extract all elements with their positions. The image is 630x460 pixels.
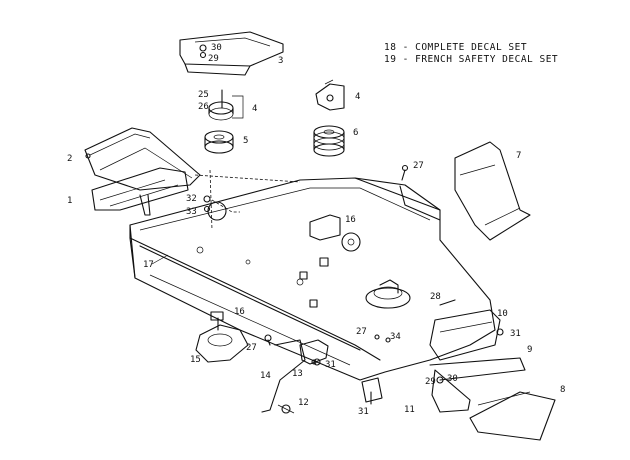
callout-31-mid: 31 [325,360,336,370]
callout-14: 14 [260,371,271,381]
callout-31-bottom: 31 [358,407,369,417]
callout-27-lower: 27 [356,327,367,337]
part-27-bolt-lower [374,334,380,340]
legend-line-french-decal-set: 19 - FRENCH SAFETY DECAL SET [384,54,559,65]
callout-27-top: 27 [413,161,424,171]
part-29-nut [436,376,444,384]
part-34-screw [385,337,391,343]
callout-29-top: 29 [208,54,219,64]
callout-4-right: 4 [355,92,360,102]
part-31-nut-lower [311,359,317,365]
callout-16-lower: 16 [234,307,245,317]
callout-11: 11 [404,405,415,415]
part-13-bracket [299,339,329,366]
callout-30-top: 30 [211,43,222,53]
callout-32: 32 [186,194,197,204]
callout-6: 6 [353,128,358,138]
part-12-wheel-hardware [277,404,295,414]
callout-5: 5 [243,136,248,146]
callout-10: 10 [497,309,508,319]
callout-25: 25 [198,90,209,100]
part-6-double-pulley [313,125,345,157]
callout-34: 34 [390,332,401,342]
part-4-spindle-bracket [315,79,345,111]
callout-26: 26 [198,102,209,112]
callout-31-right: 31 [510,329,521,339]
part-32-33-hardware [203,195,227,221]
part-28-spring [439,299,456,306]
part-10-discharge-chute [429,309,501,361]
callout-27-left: 27 [246,343,257,353]
callout-4-left: 4 [252,104,257,114]
callout-17: 17 [143,260,154,270]
callout-29-lower: 29 [425,377,436,387]
callout-8: 8 [560,385,565,395]
part-26-idler-pulley [208,89,244,121]
callout-7: 7 [516,151,521,161]
callout-33: 33 [186,207,197,217]
part-8-chute-plate [469,391,556,441]
callout-12: 12 [298,398,309,408]
callout-13: 13 [292,369,303,379]
part-3-pulley-cover [179,31,284,76]
part-9-chute-rod [429,357,526,413]
part-15-spindle-housing [195,311,249,363]
part-14-gauge-wheel-arm [261,334,306,413]
callout-3: 3 [278,56,283,66]
mower-deck-housing [129,169,496,381]
callout-2: 2 [67,154,72,164]
callout-28: 28 [430,292,441,302]
callout-9: 9 [527,345,532,355]
callout-16-upper: 16 [345,215,356,225]
part-7-discharge-baffle [454,141,531,241]
part-1-belt-cover-bracket [91,167,189,216]
callout-15: 15 [190,355,201,365]
part-27-bolt [401,164,409,181]
part-31-nut [496,328,504,336]
part-5-pulley [204,130,234,154]
callout-1: 1 [67,196,72,206]
legend-line-decal-set: 18 - COMPLETE DECAL SET [384,42,528,53]
callout-30-lower: 30 [447,374,458,384]
leader-17 [151,254,169,265]
part-2-belt-cover [84,127,201,191]
part-11-deflector [361,377,383,405]
